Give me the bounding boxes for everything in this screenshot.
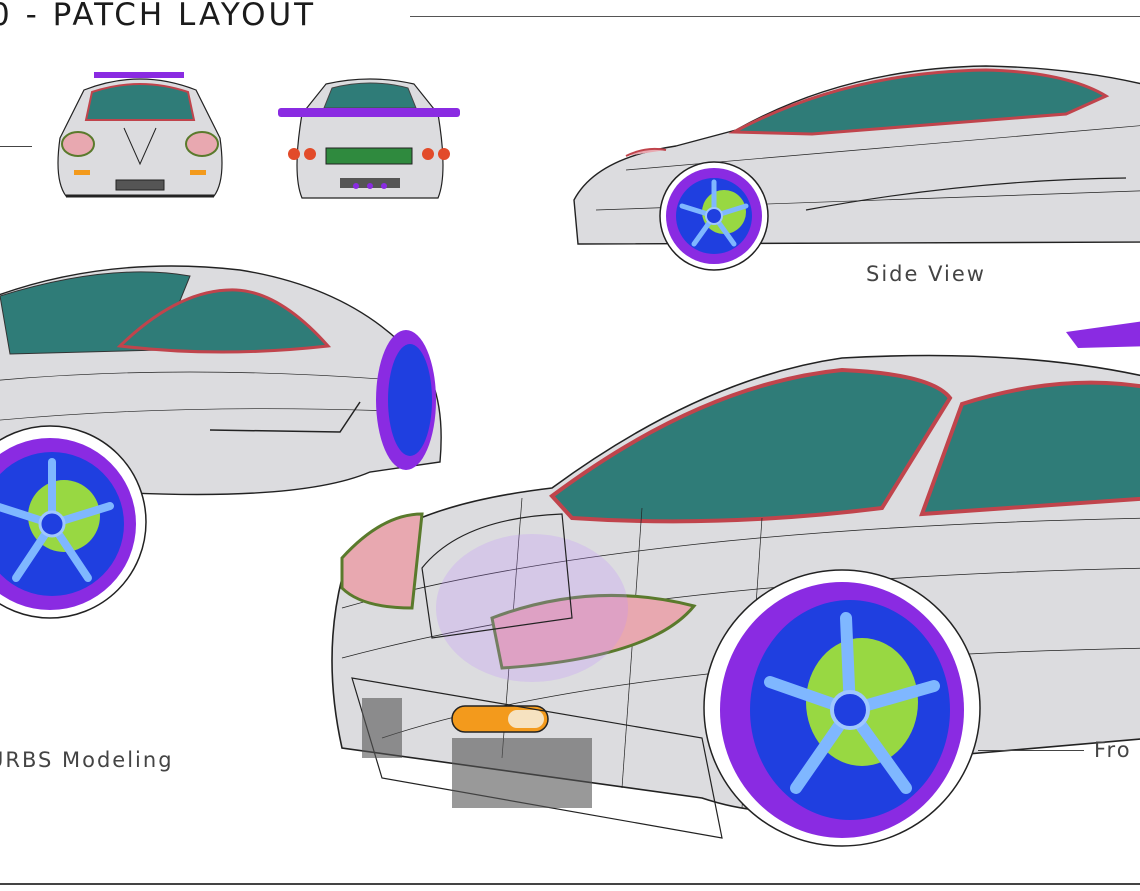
nurbs-modeling-label: URBS Modeling — [0, 748, 174, 772]
rear-thumbnail-car — [278, 78, 460, 199]
bottom-border — [0, 883, 1140, 885]
side-view-label: Side View — [866, 262, 986, 286]
thumbnail-divider — [0, 146, 32, 147]
side-view-car — [573, 65, 1140, 271]
three-quarter-front-car — [331, 321, 1140, 847]
three-quarter-rear-car — [0, 265, 442, 619]
title-divider — [410, 16, 1140, 17]
sheet-title: 0 - PATCH LAYOUT — [0, 0, 317, 33]
front-view-label: Fro — [1094, 738, 1132, 762]
front-thumbnail-car — [57, 72, 223, 198]
front-view-divider — [978, 750, 1084, 751]
